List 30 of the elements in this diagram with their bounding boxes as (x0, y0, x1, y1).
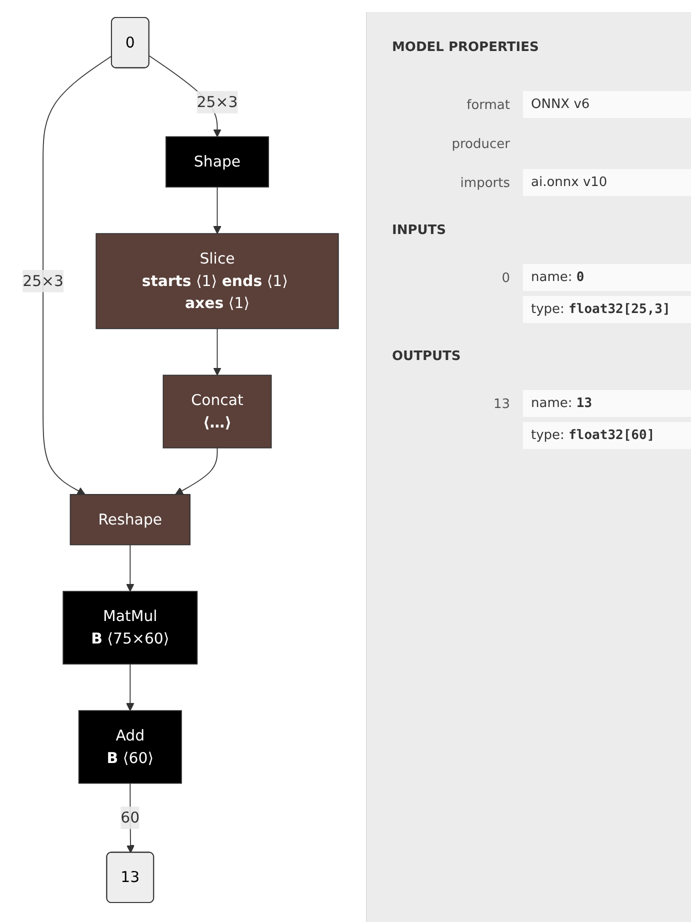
edge-label: 60 (120, 808, 140, 826)
section-heading: INPUTS (392, 223, 446, 238)
property-value: name: 0 (523, 264, 691, 291)
property-name: 0 (502, 271, 510, 286)
edge-label: 25×3 (22, 272, 64, 290)
section-heading: OUTPUTS (392, 349, 461, 364)
node-box: MatMul B ⟨75×60⟩ (62, 590, 198, 664)
node-box: Add B ⟨60⟩ (78, 710, 182, 784)
property-value: type: float32[60] (523, 422, 691, 449)
arrow (174, 447, 218, 495)
node-box: Slice starts ⟨1⟩ ends ⟨1⟩ axes ⟨1⟩ (95, 233, 338, 330)
section-heading: MODEL PROPERTIES (392, 40, 539, 55)
property-value: ai.onnx v10 (523, 169, 691, 196)
property-name: producer (452, 137, 510, 152)
property-name: format (466, 98, 510, 113)
property-value: name: 13 (523, 390, 691, 417)
arrow (126, 782, 134, 854)
node-box: Concat ⟨…⟩ (162, 374, 272, 448)
node-box: Shape (165, 136, 269, 188)
arrow (126, 664, 134, 711)
arrow (42, 55, 112, 495)
property-value: type: float32[25,3] (523, 296, 691, 323)
edge-label: 25×3 (196, 92, 238, 111)
arrow (212, 186, 221, 234)
property-name: 13 (493, 397, 510, 412)
property-name: imports (460, 176, 510, 191)
arrow (212, 328, 221, 376)
property-value: ONNX v6 (523, 91, 691, 118)
node-box: Reshape (69, 494, 190, 546)
arrow (126, 544, 134, 592)
